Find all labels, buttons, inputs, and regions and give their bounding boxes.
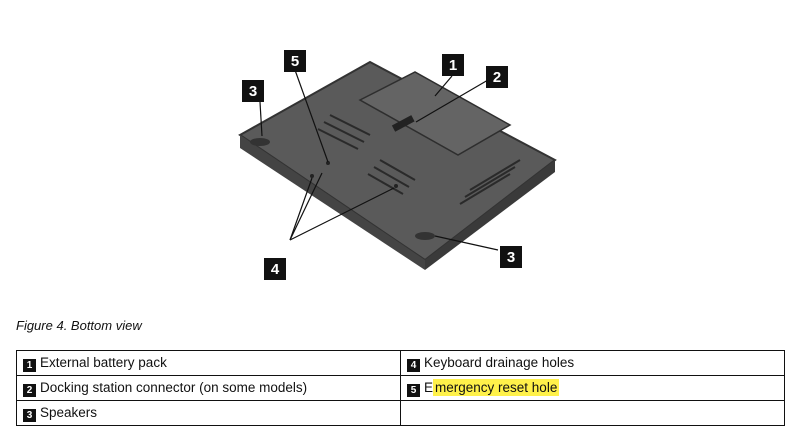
legend-number-badge: 5 <box>407 383 420 397</box>
legend-number-badge: 4 <box>407 358 420 372</box>
highlighted-text: mergency reset hole <box>433 378 560 396</box>
legend-number-badge: 3 <box>23 408 36 422</box>
laptop-front-edge <box>240 135 425 270</box>
legend-table: 1 External battery pack 4 Keyboard drainag… <box>16 350 785 426</box>
legend-label: Keyboard drainage holes <box>424 354 575 370</box>
legend-cell: 3 Speakers <box>16 400 401 426</box>
legend-label: Docking station connector (on some model… <box>40 379 308 395</box>
speaker-right-shape <box>415 232 435 240</box>
table-row: 3 Speakers <box>16 400 785 426</box>
legend-label: Speakers <box>40 404 98 420</box>
leader-lines <box>259 69 499 251</box>
legend-cell: 4 Keyboard drainage holes <box>400 350 785 376</box>
docking-connector-shape <box>391 115 415 132</box>
callout-3-left: 3 <box>242 80 264 102</box>
battery-pack-shape <box>358 71 512 156</box>
vent-grille <box>317 114 521 205</box>
drainage-hole-shape <box>310 174 314 178</box>
legend-label-plain: E <box>424 379 434 395</box>
callout-5: 5 <box>284 50 306 72</box>
table-row: 2 Docking station connector (on some mode… <box>16 375 785 401</box>
legend-cell-empty <box>400 400 785 426</box>
callout-3-right: 3 <box>500 246 522 268</box>
speaker-left-shape <box>250 138 270 146</box>
table-row: 1 External battery pack 4 Keyboard drainag… <box>16 350 785 376</box>
bottom-view-figure: 5 1 2 3 3 4 <box>220 40 580 290</box>
laptop-bottom-illustration <box>238 60 557 270</box>
legend-cell: 2 Docking station connector (on some mode… <box>16 375 401 401</box>
legend-cell: 1 External battery pack <box>16 350 401 376</box>
laptop-side-edge <box>425 160 555 270</box>
callout-4: 4 <box>264 258 286 280</box>
drainage-hole-shape <box>394 184 398 188</box>
legend-number-badge: 2 <box>23 383 36 397</box>
legend-label: External battery pack <box>40 354 167 370</box>
reset-hole-shape <box>326 161 330 165</box>
callout-1: 1 <box>442 54 464 76</box>
legend-number-badge: 1 <box>23 358 36 372</box>
callout-2: 2 <box>486 66 508 88</box>
figure-caption: Figure 4. Bottom view <box>16 318 142 333</box>
